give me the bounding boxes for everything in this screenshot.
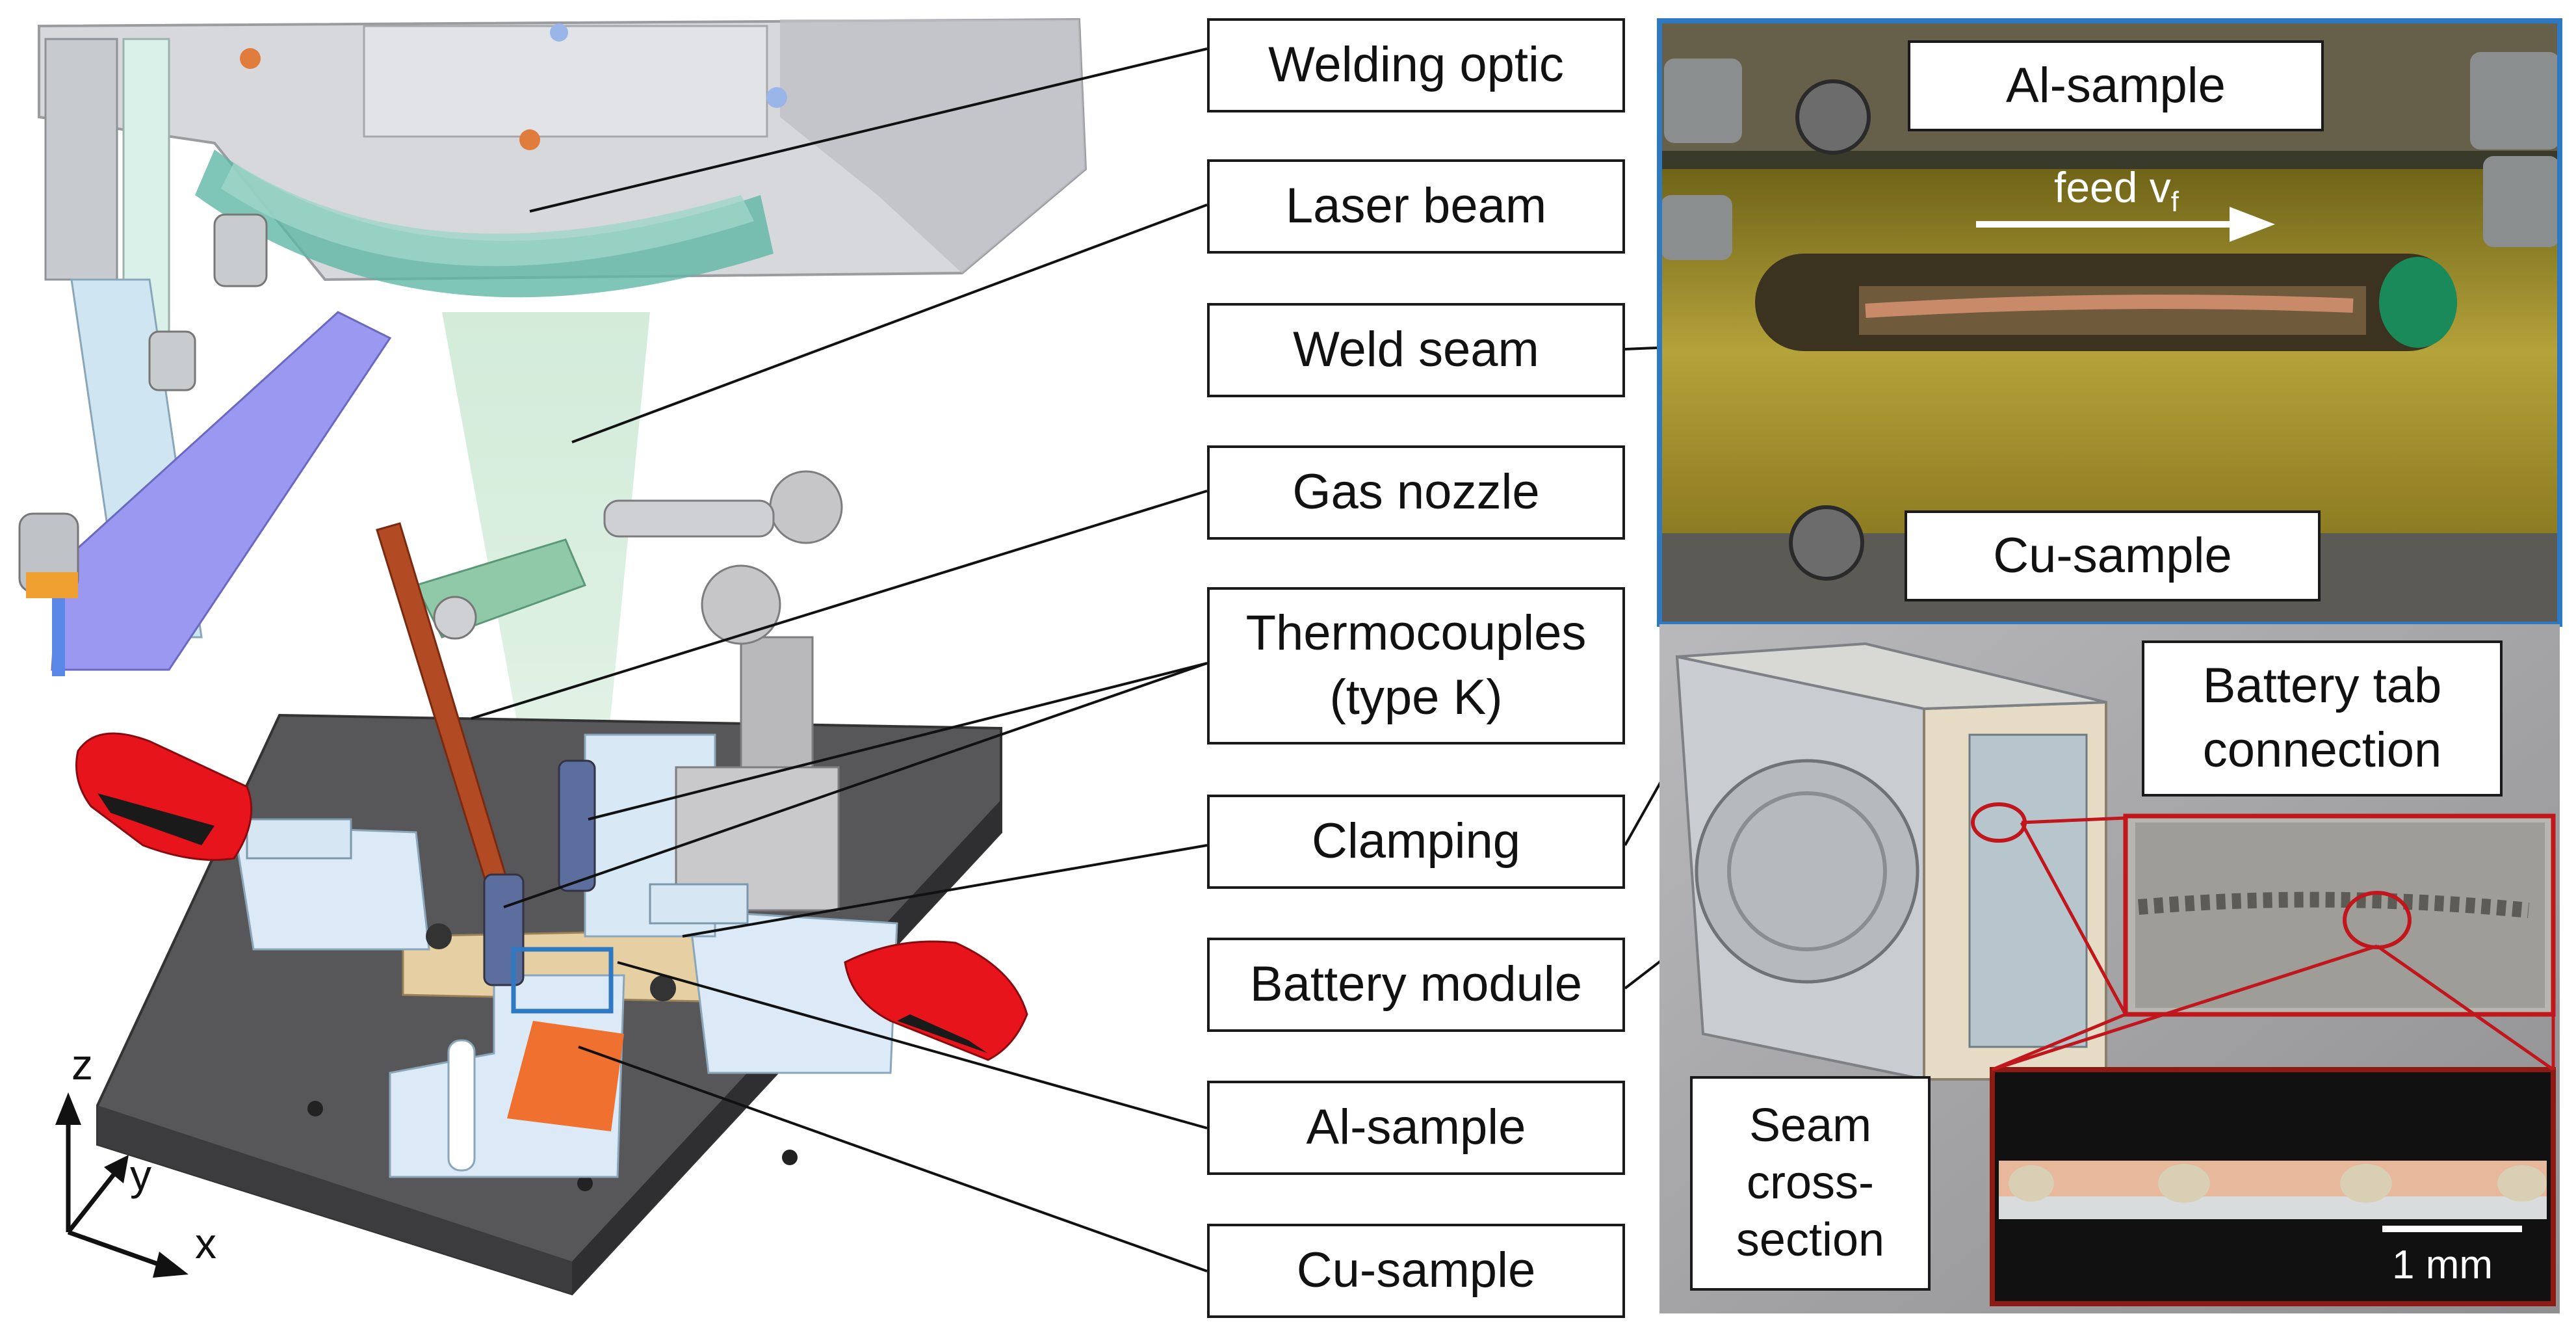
axis-y-label: y [130, 1151, 151, 1199]
scale-label: 1 mm [2392, 1243, 2493, 1287]
thermocouple-2 [558, 759, 596, 892]
label-battery-module: Battery module [1207, 938, 1625, 1032]
feed-label: feed vf [2054, 163, 2179, 218]
label-clamping: Clamping [1207, 795, 1625, 889]
label-cu-sample: Cu-sample [1207, 1224, 1625, 1318]
coordinate-axes [55, 1092, 189, 1278]
cad-setup [18, 18, 1087, 1296]
clamp-handle-right [844, 940, 1028, 1061]
photo-label-al-sample: Al-sample [1908, 40, 2324, 131]
label-welding-optic: Welding optic [1207, 18, 1625, 112]
label-al-sample: Al-sample [1207, 1081, 1625, 1175]
label-gas-nozzle: Gas nozzle [1207, 445, 1625, 540]
thermocouple-1 [483, 873, 525, 986]
label-battery-tab-connection: Battery tab connection [2142, 640, 2503, 797]
axis-x-label: x [195, 1219, 216, 1267]
label-weld-seam: Weld seam [1207, 303, 1625, 397]
detail-frame [511, 947, 614, 1014]
label-laser-beam: Laser beam [1207, 159, 1625, 254]
label-seam-cross-section: Seam cross- section [1690, 1076, 1931, 1291]
label-thermocouples: Thermocouples (type K) [1207, 587, 1625, 745]
photo-label-cu-sample: Cu-sample [1905, 510, 2321, 601]
axis-z-label: z [72, 1040, 93, 1088]
